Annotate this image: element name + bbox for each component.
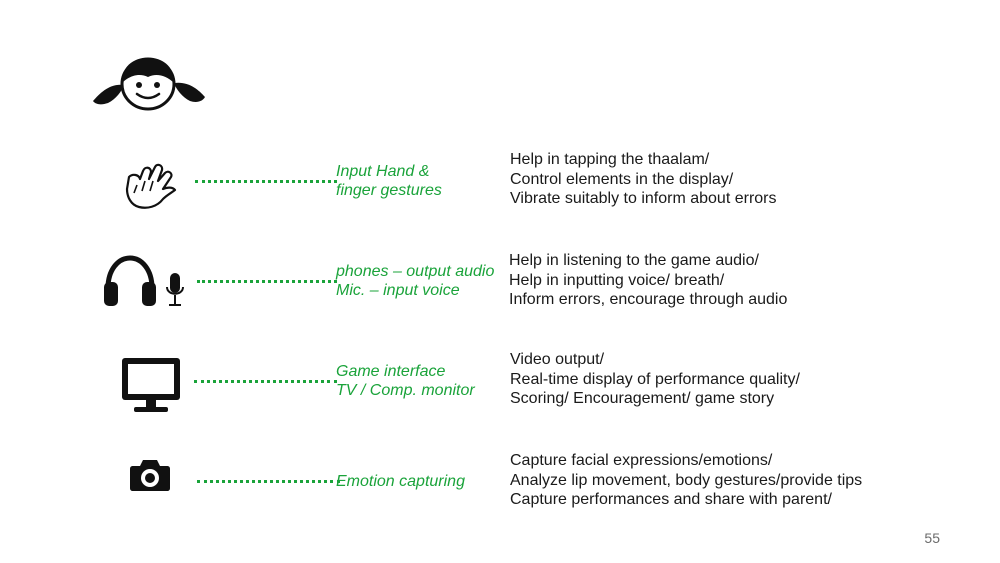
row-1-desc-line-2: Control elements in the display/ (510, 170, 734, 188)
row-2-description: Help in listening to the game audio/ Hel… (509, 251, 787, 310)
row-2-desc-line-1: Help in listening to the game audio/ (509, 252, 759, 269)
row-1-desc-line-1: Help in tapping the thaalam/ (510, 151, 710, 168)
connector-dots-4 (197, 480, 340, 483)
connector-dots-2 (197, 280, 337, 283)
row-4-desc-line-2: Analyze lip movement, body gestures/prov… (510, 471, 863, 489)
row-4-desc-line-3: Capture performances and share with pare… (510, 491, 832, 508)
monitor-icon (120, 356, 182, 414)
row-3-desc-line-3: Scoring/ Encouragement/ game story (510, 390, 775, 407)
row-4-desc-line-1: Capture facial expressions/emotions/ (510, 452, 773, 469)
row-4-label: Emotion capturing (336, 472, 465, 491)
page-number: 55 (924, 530, 940, 546)
row-3-desc-line-2: Real-time display of performance quality… (510, 370, 800, 388)
headphones-icon (102, 254, 158, 308)
row-1-label-line-2: finger gestures (336, 182, 442, 199)
row-1-desc-line-3: Vibrate suitably to inform about errors (510, 190, 777, 207)
row-4-description: Capture facial expressions/emotions/ Ana… (510, 451, 862, 510)
row-3-desc-line-1: Video output/ (510, 351, 605, 368)
connector-dots-1 (195, 180, 337, 183)
row-3-label-line-1: Game interface (336, 363, 446, 380)
microphone-icon (165, 272, 185, 308)
camera-icon (129, 458, 171, 492)
row-1-label: Input Hand & finger gestures (336, 162, 442, 200)
row-2-label: phones – output audio Mic. – input voice (336, 262, 494, 300)
row-2-desc-line-3: Inform errors, encourage through audio (509, 291, 788, 308)
row-2-label-line-2: Mic. – input voice (336, 282, 460, 299)
row-2-desc-line-2: Help in inputting voice/ breath/ (509, 271, 725, 289)
girl-face-icon (90, 55, 208, 111)
row-4-label-line-1: Emotion capturing (336, 473, 465, 490)
row-1-description: Help in tapping the thaalam/ Control ele… (510, 150, 777, 209)
row-3-label: Game interface TV / Comp. monitor (336, 362, 475, 400)
row-3-label-line-2: TV / Comp. monitor (336, 382, 475, 399)
row-1-label-line-1: Input Hand & (336, 163, 430, 180)
hand-icon (123, 159, 181, 211)
row-2-label-line-1: phones – output audio (336, 263, 495, 280)
row-3-description: Video output/ Real-time display of perfo… (510, 350, 800, 409)
connector-dots-3 (194, 380, 337, 383)
